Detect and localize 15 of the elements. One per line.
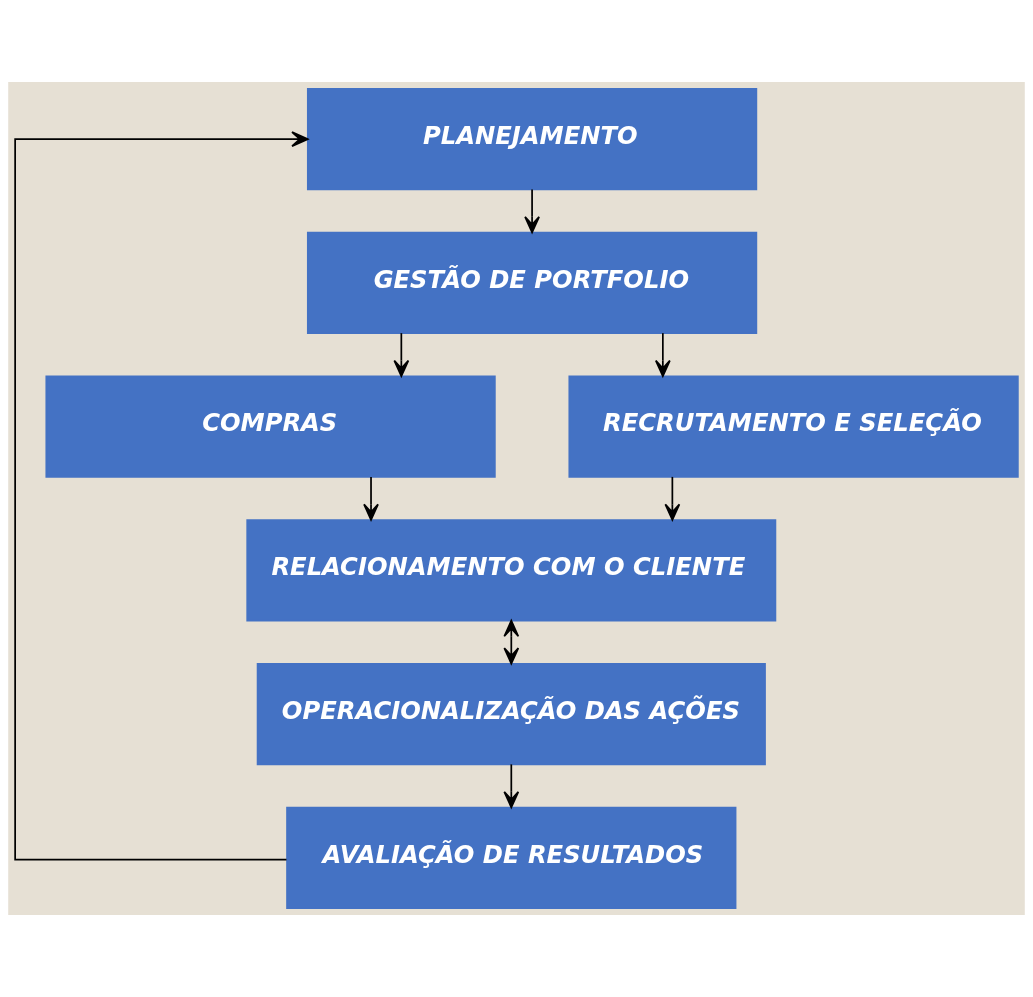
node-box: PLANEJAMENTO <box>306 88 758 191</box>
node-box: OPERACIONALIZAÇÃO DAS AÇÕES <box>256 663 766 766</box>
arrow <box>363 476 379 521</box>
node-box: RELACIONAMENTO COM O CLIENTE <box>246 519 777 622</box>
arrow <box>664 476 681 521</box>
arrow <box>503 619 520 665</box>
arrow <box>524 188 540 234</box>
arrow <box>393 332 410 377</box>
arrow <box>654 332 671 377</box>
arrow <box>503 763 520 809</box>
arrow <box>14 131 309 861</box>
node-box: AVALIAÇÃO DE RESULTADOS <box>286 806 737 909</box>
node-box: RECRUTAMENTO E SELEÇÃO <box>568 375 1019 478</box>
node-box: COMPRAS <box>45 375 496 478</box>
node-box: GESTÃO DE PORTFOLIO <box>306 231 758 334</box>
